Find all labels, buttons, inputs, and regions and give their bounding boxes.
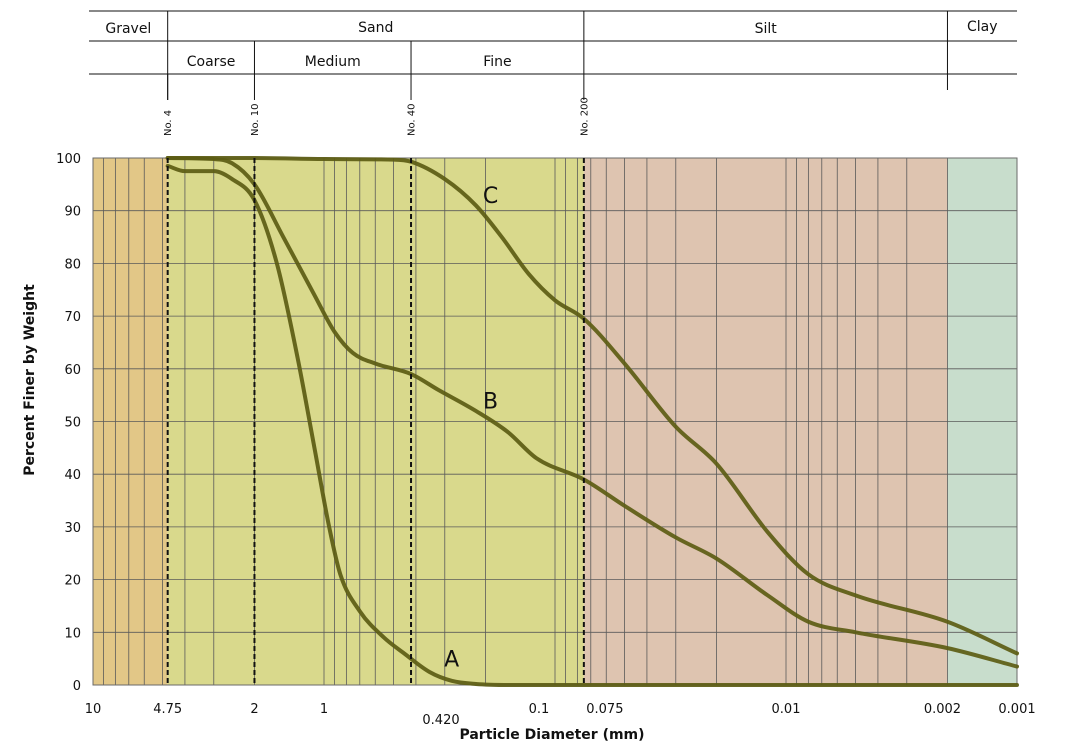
subzone-label-medium: Medium <box>305 54 361 70</box>
x-tick-label: 0.075 <box>586 702 623 717</box>
y-axis-title: Percent Finer by Weight <box>22 284 38 476</box>
y-tick-label: 50 <box>64 416 81 431</box>
gradation-curves <box>165 155 1019 688</box>
zone-label-sand: Sand <box>358 20 393 36</box>
curve-label-c: C <box>483 184 498 209</box>
x-tick-label: 2 <box>250 702 258 717</box>
subzone-label-coarse: Coarse <box>187 54 236 70</box>
x-tick-label: 0.002 <box>924 702 961 717</box>
y-tick-label: 20 <box>64 574 81 589</box>
x-tick-label: 0.420 <box>422 713 459 728</box>
x-tick-label: 10 <box>85 702 102 717</box>
y-tick-label: 10 <box>64 626 81 641</box>
x-axis-title: Particle Diameter (mm) <box>459 727 644 743</box>
zone-label-gravel: Gravel <box>105 21 151 37</box>
y-tick-label: 90 <box>64 205 81 220</box>
curve-labels: A B C <box>444 184 498 673</box>
axis-ticks: 0 10 20 30 40 50 60 70 80 90 100 10 4.75 2 1 0.420 0.1 0.… <box>56 152 1035 728</box>
zone-label-clay: Clay <box>967 19 998 35</box>
x-tick-label: 0.001 <box>998 702 1035 717</box>
curve-b <box>165 156 1019 669</box>
curve-c <box>165 155 1019 656</box>
curve-label-a: A <box>444 648 459 673</box>
curve-label-b: B <box>483 389 498 414</box>
x-tick-label: 0.1 <box>529 702 550 717</box>
x-tick-label: 0.01 <box>772 702 801 717</box>
sieve-label: No. 4 <box>163 110 174 136</box>
x-tick-label: 1 <box>320 702 328 717</box>
y-tick-label: 100 <box>56 152 81 167</box>
y-tick-label: 80 <box>64 257 81 272</box>
sieve-label: No. 10 <box>250 103 261 136</box>
y-tick-label: 60 <box>64 363 81 378</box>
curve-a <box>165 163 1019 688</box>
sieve-label: No. 40 <box>407 103 418 136</box>
y-tick-label: 0 <box>73 679 81 694</box>
y-tick-label: 30 <box>64 521 81 536</box>
sieve-label: No. 200 <box>579 97 590 136</box>
x-tick-label: 4.75 <box>153 702 182 717</box>
y-tick-label: 70 <box>64 310 81 325</box>
zone-label-silt: Silt <box>755 21 778 37</box>
y-tick-label: 40 <box>64 468 81 483</box>
subzone-label-fine: Fine <box>483 54 511 70</box>
gridlines <box>92 157 1018 686</box>
